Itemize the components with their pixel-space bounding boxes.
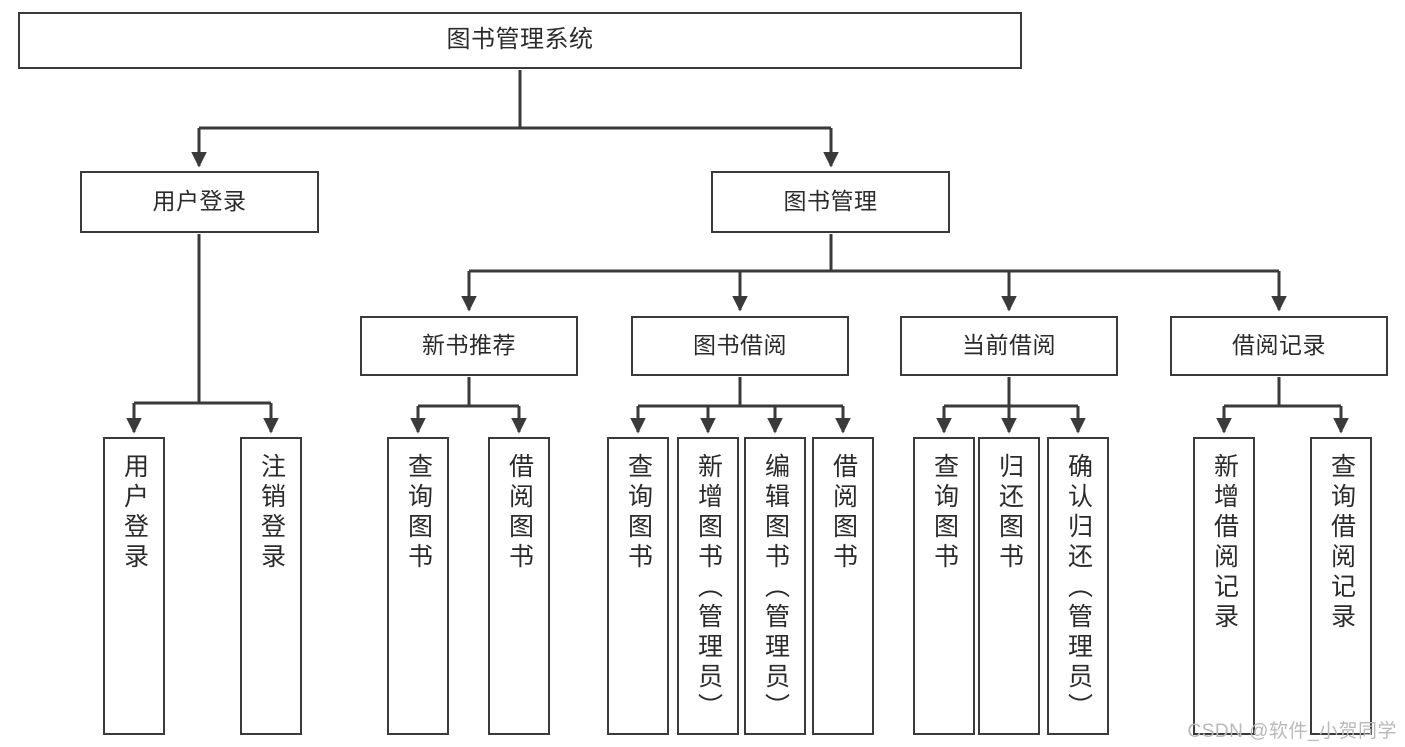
node-label: 用户登录 [152,188,247,215]
leaf-return-books[interactable]: 归还图书 [978,437,1040,735]
leaf-add-book-admin[interactable]: 新增图书（管理员） [677,437,739,735]
node-book-management[interactable]: 图书管理 [711,171,950,233]
node-user-login[interactable]: 用户登录 [80,171,319,233]
leaf-borrow-books[interactable]: 借阅图书 [812,437,874,735]
leaf-query-books-current[interactable]: 查询图书 [913,437,975,735]
node-label: 查询借阅记录 [1327,453,1356,633]
node-label: 借阅图书 [505,453,534,573]
leaf-query-books-new[interactable]: 查询图书 [387,437,449,735]
node-label: 新增图书（管理员） [694,453,723,723]
node-label: 当前借阅 [962,332,1056,359]
node-label: 新书推荐 [422,332,516,359]
node-label: 编辑图书（管理员） [761,453,790,723]
leaf-logout[interactable]: 注销登录 [240,437,302,735]
leaf-add-borrow-record[interactable]: 新增借阅记录 [1193,437,1255,735]
node-label: 图书借阅 [693,332,787,359]
node-label: 归还图书 [995,453,1024,573]
leaf-query-books-borrow[interactable]: 查询图书 [607,437,669,735]
leaf-user-login[interactable]: 用户登录 [103,437,165,735]
node-label: 用户登录 [120,453,149,573]
leaf-borrow-books-new[interactable]: 借阅图书 [488,437,550,735]
node-label: 借阅记录 [1232,332,1326,359]
node-label: 确认归还（管理员） [1064,453,1093,723]
node-label: 注销登录 [257,453,286,573]
node-new-book-recommendation[interactable]: 新书推荐 [360,316,578,376]
node-label: 查询图书 [930,453,959,573]
csdn-watermark: CSDN @软件_小贺同学 [1187,721,1397,742]
node-label: 查询图书 [624,453,653,573]
node-label: 图书管理 [783,188,878,215]
node-root-book-management-system[interactable]: 图书管理系统 [18,12,1022,69]
node-label: 图书管理系统 [446,26,594,54]
leaf-edit-book-admin[interactable]: 编辑图书（管理员） [744,437,806,735]
node-label: 新增借阅记录 [1210,453,1239,633]
node-label: 查询图书 [404,453,433,573]
node-label: 借阅图书 [829,453,858,573]
leaf-query-borrow-record[interactable]: 查询借阅记录 [1310,437,1372,735]
leaf-confirm-return-admin[interactable]: 确认归还（管理员） [1047,437,1109,735]
node-current-borrowing[interactable]: 当前借阅 [900,316,1118,376]
node-book-borrowing[interactable]: 图书借阅 [631,316,849,376]
node-borrow-records[interactable]: 借阅记录 [1170,316,1388,376]
